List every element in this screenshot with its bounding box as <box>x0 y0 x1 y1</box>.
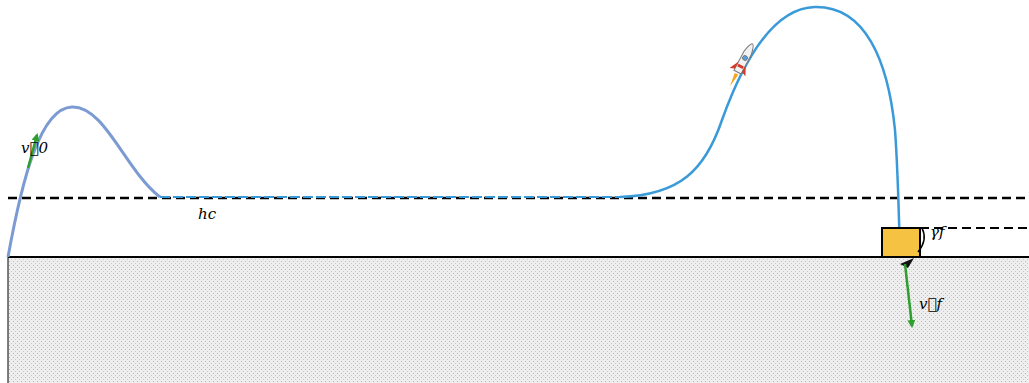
rocket-icon <box>722 40 760 91</box>
height-label: hc <box>198 206 216 223</box>
angle-arc <box>918 228 924 252</box>
cruise-path <box>160 196 620 198</box>
velocity-label: v⃗f <box>919 296 942 313</box>
terminal-path <box>620 7 900 257</box>
angle-label: γf <box>930 224 945 241</box>
ground-surface <box>8 256 1029 258</box>
impact-marker <box>900 258 914 268</box>
velocity-label: v⃗0 <box>21 140 48 157</box>
launch-arc <box>8 107 160 257</box>
cruise-height-line <box>8 197 1029 200</box>
final-velocity-vector <box>905 264 912 326</box>
ground-edge <box>8 257 9 383</box>
ground <box>8 257 1029 383</box>
target-box <box>882 228 920 257</box>
